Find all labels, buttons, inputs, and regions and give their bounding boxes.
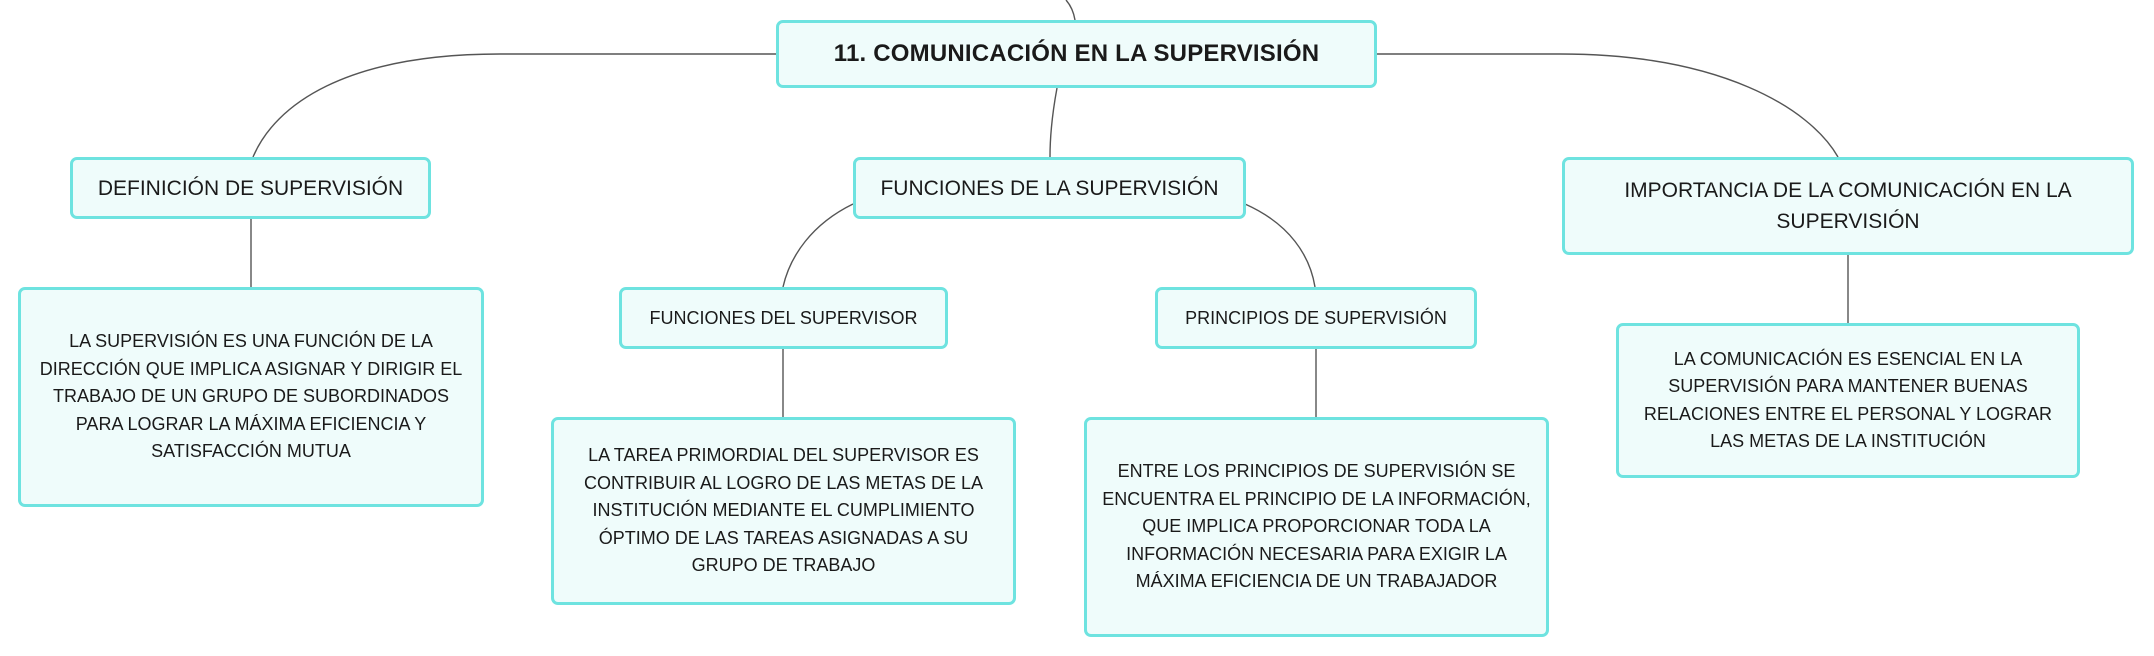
topic-definicion-label: DEFINICIÓN DE SUPERVISIÓN [97, 176, 404, 200]
detail-funciones-supervisor[interactable]: LA TAREA PRIMORDIAL DEL SUPERVISOR ES CO… [551, 417, 1016, 605]
connector-funciones-to-supervisor [782, 203, 854, 288]
detail-definicion-text: LA SUPERVISIÓN ES UNA FUNCIÓN DE LA DIRE… [39, 331, 463, 462]
central-topic[interactable]: 11. COMUNICACIÓN EN LA SUPERVISIÓN [776, 20, 1377, 88]
detail-importancia-text: LA COMUNICACIÓN ES ESENCIAL EN LA SUPERV… [1643, 348, 2053, 452]
connector-central-to-funciones [1049, 87, 1058, 158]
topic-importancia-label: IMPORTANCIA DE LA COMUNICACIÓN EN LA SUP… [1624, 179, 2072, 233]
topic-funciones-label: FUNCIONES DE LA SUPERVISIÓN [880, 176, 1219, 200]
detail-principios-supervision-text: ENTRE LOS PRINCIPIOS DE SUPERVISIÓN SE E… [1102, 461, 1531, 592]
connector-central-to-definicion [252, 53, 776, 158]
topic-definicion[interactable]: DEFINICIÓN DE SUPERVISIÓN [70, 157, 431, 219]
detail-definicion[interactable]: LA SUPERVISIÓN ES UNA FUNCIÓN DE LA DIRE… [18, 287, 484, 507]
subtopic-principios-supervision[interactable]: PRINCIPIOS DE SUPERVISIÓN [1155, 287, 1477, 349]
subtopic-funciones-supervisor-label: FUNCIONES DEL SUPERVISOR [649, 308, 918, 328]
subtopic-funciones-supervisor[interactable]: FUNCIONES DEL SUPERVISOR [619, 287, 948, 349]
topic-funciones[interactable]: FUNCIONES DE LA SUPERVISIÓN [853, 157, 1246, 219]
connector-central-to-importancia [1377, 53, 1839, 158]
detail-importancia[interactable]: LA COMUNICACIÓN ES ESENCIAL EN LA SUPERV… [1616, 323, 2080, 478]
detail-funciones-supervisor-text: LA TAREA PRIMORDIAL DEL SUPERVISOR ES CO… [583, 445, 984, 576]
central-topic-label: 11. COMUNICACIÓN EN LA SUPERVISIÓN [833, 40, 1320, 67]
connector-funciones-to-principios [1244, 203, 1316, 288]
subtopic-principios-supervision-label: PRINCIPIOS DE SUPERVISIÓN [1185, 308, 1447, 328]
topic-importancia[interactable]: IMPORTANCIA DE LA COMUNICACIÓN EN LA SUP… [1562, 157, 2134, 255]
connector-parent-to-central [1065, 0, 1076, 21]
detail-principios-supervision[interactable]: ENTRE LOS PRINCIPIOS DE SUPERVISIÓN SE E… [1084, 417, 1549, 637]
